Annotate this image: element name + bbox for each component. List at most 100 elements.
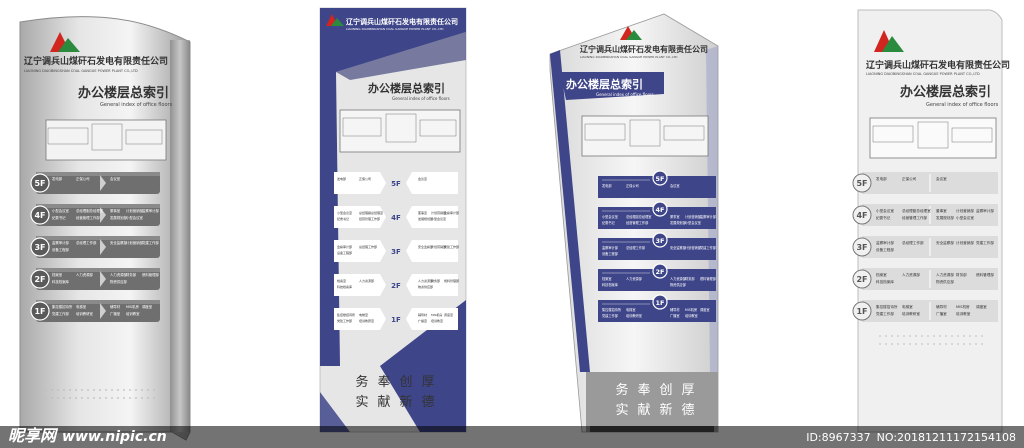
sign-4-dept-right: 培训教室 (956, 311, 971, 316)
sign-4-dept-right: MIS机房 (956, 304, 970, 309)
sign-3-motto-char: 德 (681, 403, 694, 418)
sign-4-dept-right: 燃料管理部 (976, 272, 994, 277)
sign-2-motto-char: 厚 (421, 375, 434, 390)
sign-4-dept-right: 发展规划部 (936, 215, 954, 220)
sign-4-dept-right: 监察审计部 (976, 208, 994, 213)
sign-2-floor-box-right (406, 206, 458, 228)
sign-3-floor-bar (598, 269, 716, 291)
sign-3-floor-bar (598, 238, 716, 260)
sign-3-floor-badge (652, 170, 668, 186)
sign-2-dept-left: 集控楼招待所 (337, 312, 355, 317)
sign-4-dept-left: 档案室 (876, 272, 887, 277)
watermark-site-name: 昵享网 (8, 426, 57, 445)
sign-4-title-cn: 办公楼层总索引 (900, 84, 991, 100)
sign-1-floor-badge (30, 237, 50, 257)
sign-1-floor-bar-highlight (36, 300, 160, 304)
sign-1-dept-right: 监察审计部 (142, 208, 160, 213)
sign-2-floor-box-left (334, 308, 386, 330)
sign-1-floor-bar (36, 268, 160, 290)
sign-3-dept-right: 人力资源部 (670, 276, 687, 281)
sign-2-dept-left: 电梯室 (359, 312, 368, 317)
sign-1-floor-badge (30, 205, 50, 225)
sign-2-company-en: LIAONING DIAOBINGSHAN COAL GANGUE POWER … (346, 27, 444, 31)
sign-3-floor-badge (652, 201, 668, 217)
sign-4-floor-plan (869, 117, 997, 159)
sign-2-dept-right: 物资供应部 (418, 284, 433, 289)
sign-1-floor-label: 3F (34, 243, 45, 252)
sign-4-dept-right: 小型会议室 (956, 215, 974, 220)
sign-3-dept-left: 总经理副总经理室 (626, 214, 652, 219)
sign-2-dept-right: 党建工作部 (444, 244, 459, 249)
sign-3-dept-right: 计划营销部 (685, 245, 702, 250)
sign-3-dept-left: 发电部 (602, 183, 612, 188)
sign-1-dept-right: 人力资源部 (110, 272, 128, 277)
sign-3-floor-badge (652, 294, 668, 310)
sign-1-floor-bar-highlight (36, 268, 160, 272)
sign-2-floor-box-left (334, 274, 386, 296)
sign-3-title-en: General index of office floors (596, 92, 654, 97)
sign-1-dept-right: 广播室 (110, 311, 121, 316)
sign-4-dept-left: 科技档案库 (876, 279, 894, 284)
sign-1-floor-badge (30, 173, 50, 193)
sign-3-dept-right: 计划营销部 (685, 214, 702, 219)
sign-1-dept-right: 燃料管理部 (142, 272, 160, 277)
sign-3-dept-right: 调度室 (700, 307, 710, 312)
sign-3-dept-right: 培训教室 (685, 313, 698, 318)
sign-2-floor-label: 5F (391, 180, 401, 188)
sign-1-dept-right: 发展规划部 (110, 215, 128, 220)
sign-3-company-en: LIAONING DIAOBINGSHAN COAL GANGUE POWER … (580, 55, 678, 59)
sign-4-dept-left: 监察审计部 (876, 240, 894, 245)
sign-2-dept-left: 设备工程部 (337, 250, 352, 255)
sign-2-company-cn: 辽宁调兵山煤矸石发电有限责任公司 (346, 17, 458, 26)
sign-4-title-en: General index of office floors (926, 102, 999, 108)
sign-1-floor-bar-highlight (36, 172, 160, 176)
sign-2-dept-left: 科技档案库 (337, 284, 352, 289)
sign-1-dept-right: 董事室 (110, 208, 121, 213)
sign-4-dept-right: 调度室 (976, 304, 987, 309)
sign-1-floor-badge (30, 269, 50, 289)
sign-4-dept-left: 集控楼招待所 (876, 304, 898, 309)
sign-4-floor-label: 4F (856, 211, 867, 220)
sign-1: 辽宁调兵山煤矸石发电有限责任公司 LIAONING DIAOBINGSHAN C… (19, 16, 191, 441)
sign-3-dept-left: 经营管理工作部 (626, 220, 649, 225)
sign-1-dept-right: 培训教室 (126, 311, 140, 316)
sign-1-floor-label: 4F (34, 211, 45, 220)
sign-2-dept-left: 发电部 (337, 176, 346, 181)
sign-3-dept-left: 档案室 (602, 276, 612, 281)
sign-3-floor-badge (652, 263, 668, 279)
sign-2-dept-right: 监察审计部 (444, 210, 459, 215)
sign-2-floor-box-left (334, 172, 386, 194)
sign-4-dept-left: 电梯室 (902, 304, 913, 309)
sign-4-dept-right: 会议室 (936, 176, 947, 181)
sign-3-dept-right: 广播室 (670, 313, 680, 318)
sign-3-dept-right: 安全监察部 (670, 245, 687, 250)
sign-2-dept-right: 培训教室 (431, 318, 443, 323)
sign-2-motto-char: 实 (355, 395, 368, 410)
sign-4-floor-badge (852, 205, 872, 225)
sign-3-dept-right: 党建工作部 (700, 245, 717, 250)
sign-4-dept-left: 设备工程部 (876, 247, 894, 252)
sign-1-dept-left: 总经理工作部 (76, 240, 97, 245)
sign-3-dept-right: 辅导材 (670, 307, 680, 312)
sign-2-dept-right: 财务部 (431, 278, 440, 283)
sign-4-dept-left: 发电部 (876, 176, 887, 181)
sign-4-floor-badge (852, 237, 872, 257)
sign-4-floor-label: 5F (856, 179, 867, 188)
sign-2-motto-char: 创 (399, 375, 412, 390)
sign-4-floor-badge (852, 301, 872, 321)
sign-3-dept-right: 董事室 (670, 214, 680, 219)
sign-3-motto-char: 献 (637, 403, 650, 418)
sign-1-dept-left: 档案室 (52, 272, 63, 277)
sign-1-floor-arrow (100, 207, 106, 223)
sign-1-floor-arrow (100, 303, 106, 319)
sign-1-floor-bar-highlight (36, 236, 160, 240)
sign-2-dept-right: 计划营销部 (431, 210, 446, 215)
sign-1-floor-bar (36, 204, 160, 226)
sign-3-motto-char: 实 (615, 403, 628, 418)
sign-4-company-en: LIAONING DIAOBINGSHAN COAL GANGUE POWER … (866, 72, 980, 76)
sign-1-dot-pattern (39, 389, 155, 399)
sign-3-dept-left: 总经理工作部 (626, 245, 646, 250)
sign-4-dept-right: 董事室 (936, 208, 947, 213)
